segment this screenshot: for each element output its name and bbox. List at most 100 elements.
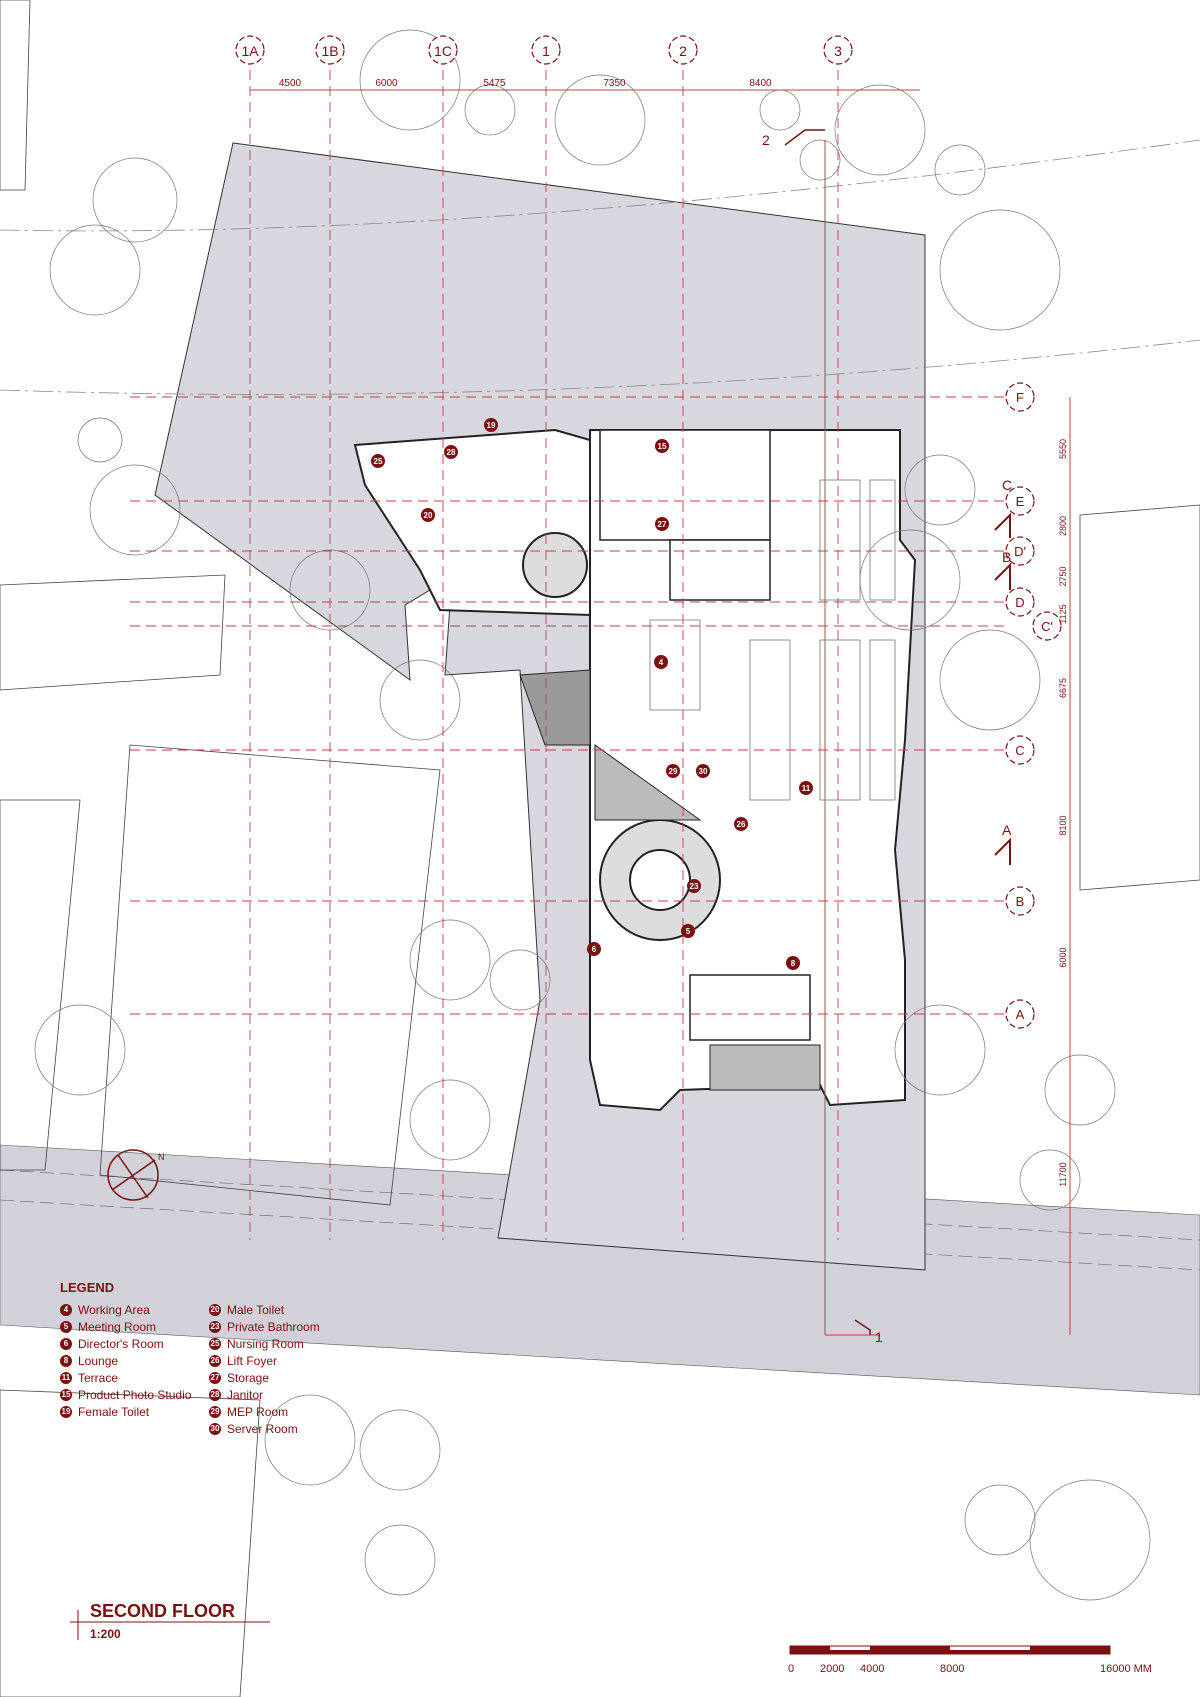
tree-icon bbox=[379, 659, 461, 741]
legend-label: MEP Room bbox=[227, 1405, 289, 1419]
tree-icon bbox=[1044, 1054, 1116, 1126]
grid-row-dimension: 1125 bbox=[1058, 604, 1068, 623]
room-number: 23 bbox=[690, 882, 699, 891]
grid-bubble bbox=[1032, 611, 1062, 641]
legend-label: Meeting Room bbox=[78, 1320, 157, 1334]
grid-bubble bbox=[1005, 735, 1035, 765]
legend-number: 4 bbox=[60, 1304, 72, 1316]
room-number: 8 bbox=[791, 959, 796, 968]
grid-row-label: E bbox=[1016, 494, 1025, 509]
legend-item: 27 Storage bbox=[209, 1371, 344, 1386]
scale-tick: 2000 bbox=[820, 1663, 844, 1675]
section-marker-2: 2 bbox=[762, 132, 770, 148]
grid-bubble bbox=[1005, 587, 1035, 617]
legend-number: 26 bbox=[209, 1355, 221, 1367]
legend-label: Working Area bbox=[78, 1303, 150, 1317]
section-marker-b: B bbox=[1002, 549, 1011, 565]
grid-column-label: 1B bbox=[321, 43, 338, 59]
grid-column-dimension: 6000 bbox=[375, 78, 398, 89]
legend-number: 28 bbox=[209, 1389, 221, 1401]
legend-label: Storage bbox=[227, 1371, 270, 1385]
section-markers: 2 1 C B A bbox=[762, 129, 1012, 1345]
tree-icon bbox=[489, 949, 551, 1011]
grid-column-dimension: 5475 bbox=[483, 78, 506, 89]
grid-row-dimension: 6000 bbox=[1058, 947, 1068, 967]
grid-bubble bbox=[1005, 999, 1035, 1029]
scale-tick: 0 bbox=[788, 1663, 794, 1675]
grid-column-label: 1 bbox=[542, 43, 550, 59]
room-number-marker bbox=[734, 817, 748, 831]
tree-icon bbox=[92, 157, 178, 243]
grid-row-dimension: 8100 bbox=[1058, 815, 1068, 835]
grid-column-label: 1A bbox=[241, 43, 259, 59]
grid-bubble bbox=[428, 35, 458, 65]
legend-item: 15 Product Photo Studio bbox=[60, 1388, 195, 1403]
grid-bubble bbox=[235, 35, 265, 65]
tree-icon bbox=[934, 144, 986, 196]
legend-title: LEGEND bbox=[60, 1280, 115, 1295]
tree-icon bbox=[77, 417, 123, 463]
legend-number: 6 bbox=[60, 1338, 72, 1350]
grid-row-dimension: 11700 bbox=[1058, 1162, 1068, 1186]
grid-bubble bbox=[1005, 486, 1035, 516]
tree-icon bbox=[89, 464, 181, 556]
grid-row-label: C' bbox=[1041, 619, 1053, 634]
legend-label: Product Photo Studio bbox=[78, 1388, 192, 1402]
legend-number: 19 bbox=[60, 1406, 72, 1418]
room-number: 11 bbox=[802, 784, 811, 793]
scale-tick: 4000 bbox=[860, 1663, 884, 1675]
svg-text:N: N bbox=[158, 1152, 165, 1162]
room-number-marker bbox=[696, 764, 710, 778]
tree-icon bbox=[939, 629, 1041, 731]
room-number-marker bbox=[786, 956, 800, 970]
grid-column-label: 3 bbox=[834, 43, 842, 59]
legend-number: 15 bbox=[60, 1389, 72, 1401]
tree-icon bbox=[964, 1484, 1036, 1556]
tree-icon bbox=[759, 89, 801, 131]
tree-icon bbox=[939, 209, 1061, 331]
tree-icon bbox=[364, 1524, 436, 1596]
tree-icon bbox=[834, 84, 926, 176]
legend-item: 19 Female Toilet bbox=[60, 1405, 195, 1420]
grid-bubble bbox=[531, 35, 561, 65]
tree-icon bbox=[34, 1004, 126, 1096]
room-number-marker bbox=[655, 517, 669, 531]
tree-icon bbox=[464, 84, 516, 136]
room-number-marker bbox=[687, 879, 701, 893]
legend-number: 29 bbox=[209, 1406, 221, 1418]
tree-icon bbox=[904, 454, 976, 526]
legend-number: 5 bbox=[60, 1321, 72, 1333]
grid-bubble bbox=[1005, 382, 1035, 412]
legend-number: 27 bbox=[209, 1372, 221, 1384]
tree-icon bbox=[859, 529, 961, 631]
room-number-marker bbox=[655, 439, 669, 453]
legend-item: 29 MEP Room bbox=[209, 1405, 344, 1420]
tree-icon bbox=[49, 224, 141, 316]
room-number: 28 bbox=[447, 448, 456, 457]
legend-label: Female Toilet bbox=[78, 1405, 150, 1419]
drawing-title: SECOND FLOOR bbox=[90, 1601, 236, 1621]
section-marker-c: C bbox=[1002, 477, 1012, 493]
grid-row-dimension: 2750 bbox=[1058, 566, 1068, 586]
tree-icon bbox=[409, 1079, 491, 1161]
tree-icon bbox=[554, 74, 646, 166]
legend-label: Private Bathroom bbox=[227, 1320, 320, 1334]
legend-label: Terrace bbox=[78, 1371, 119, 1385]
tree-icon bbox=[359, 29, 461, 131]
room-number: 26 bbox=[737, 820, 746, 829]
furniture-desks bbox=[649, 479, 896, 801]
room-number-marker bbox=[654, 655, 668, 669]
room-number: 5 bbox=[686, 927, 691, 936]
room-number-marker bbox=[681, 924, 695, 938]
room-number-marker bbox=[799, 781, 813, 795]
tree-icon bbox=[359, 1409, 441, 1491]
legend-number: 25 bbox=[209, 1338, 221, 1350]
legend-item: 4 Working Area bbox=[60, 1303, 195, 1318]
legend-label: Server Room bbox=[227, 1422, 298, 1436]
